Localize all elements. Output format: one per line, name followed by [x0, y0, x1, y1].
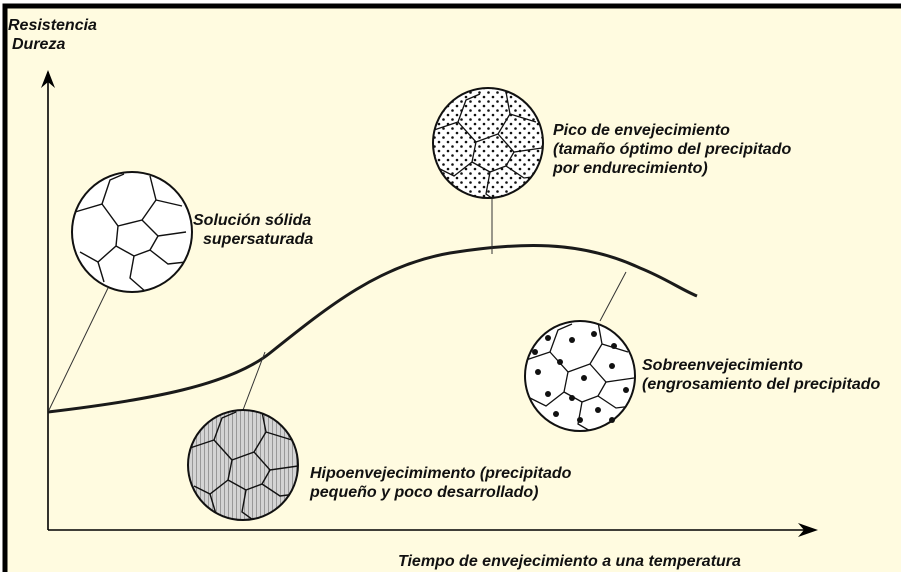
leader-line-underaged	[242, 351, 266, 411]
leader-line-solid-solution	[48, 287, 109, 411]
y-axis-label-line1: Resistencia	[8, 17, 97, 34]
leader-line-overaged	[599, 271, 627, 322]
label-peak-line2: (tamaño óptimo del precipitado	[553, 141, 792, 158]
y-axis-label: Resistencia Dureza	[8, 16, 97, 54]
label-solid-solution: Solución sólida supersaturada	[193, 211, 313, 249]
label-peak-line3: por endurecimiento)	[553, 160, 708, 177]
x-axis-label: Tiempo de envejecimiento a una temperatu…	[398, 552, 741, 571]
x-axis-arrow	[798, 523, 818, 537]
label-overaged-line1: Sobreenvejecimiento	[642, 357, 803, 374]
label-underaged-line2: pequeño y poco desarrollado)	[310, 484, 539, 501]
label-solid-solution-line1: Solución sólida	[193, 212, 312, 229]
label-peak-line1: Pico de envejecimiento	[553, 122, 730, 139]
label-underaged-line1: Hipoenvejecimimento (precipitado	[310, 465, 572, 482]
x-axis-label-text: Tiempo de envejecimiento a una temperatu…	[398, 553, 741, 570]
label-solid-solution-line2: supersaturada	[203, 231, 314, 248]
microstructure-solid-solution	[71, 171, 193, 293]
microstructure-peak	[432, 87, 544, 199]
y-axis-arrow	[41, 70, 55, 88]
hardness-curve	[47, 243, 698, 414]
label-overaged-line2: (engrosamiento del precipitado	[642, 376, 881, 393]
label-underaged: Hipoenvejecimimento (precipitado pequeño…	[310, 464, 571, 502]
label-peak: Pico de envejecimiento (tamaño óptimo de…	[553, 121, 791, 178]
y-axis-label-line2: Dureza	[12, 36, 66, 53]
label-overaged: Sobreenvejecimiento (engrosamiento del p…	[642, 356, 880, 394]
microstructure-overaged	[524, 320, 636, 432]
microstructure-underaged	[187, 409, 299, 521]
